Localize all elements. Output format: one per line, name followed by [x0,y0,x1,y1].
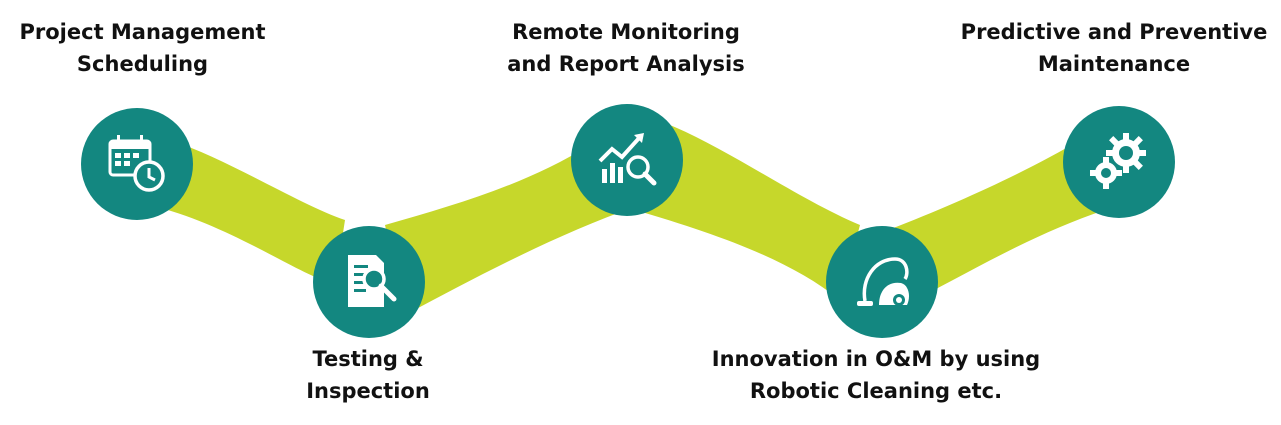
step-5-label: Predictive and Preventive Maintenance [950,16,1278,80]
document-search-icon [348,255,397,307]
step-1-node [81,108,193,220]
step-2-line-2: Inspection [306,379,430,403]
step-5-line-2: Maintenance [1037,52,1191,76]
step-4-label: Innovation in O&M by using Robotic Clean… [700,343,1052,407]
step-4-node [826,226,938,338]
band-segment-1 [150,140,345,285]
step-4-line-2: Robotic Cleaning etc. [749,379,1003,403]
step-3-label: Remote Monitoring and Report Analysis [490,16,762,80]
band-segment-3 [635,125,860,300]
gears-icon [1090,133,1146,189]
step-2-label: Testing & Inspection [268,343,468,407]
step-5-node [1063,106,1175,218]
step-1-line-2: Scheduling [76,52,209,76]
step-3-line-1: Remote Monitoring [512,20,740,44]
step-5-line-1: Predictive and Preventive [960,20,1268,44]
vacuum-cleaner-icon [857,257,909,306]
step-2-line-1: Testing & [312,347,424,371]
step-3-line-2: and Report Analysis [507,52,745,76]
chart-magnifier-icon [598,133,657,186]
step-1-label: Project Management Scheduling [5,16,280,80]
band-segment-2 [385,145,640,315]
step-3-node [571,104,683,216]
step-1-line-1: Project Management [19,20,266,44]
step-2-node [313,226,425,338]
step-4-line-1: Innovation in O&M by using [711,347,1041,371]
calendar-clock-icon [108,135,165,192]
